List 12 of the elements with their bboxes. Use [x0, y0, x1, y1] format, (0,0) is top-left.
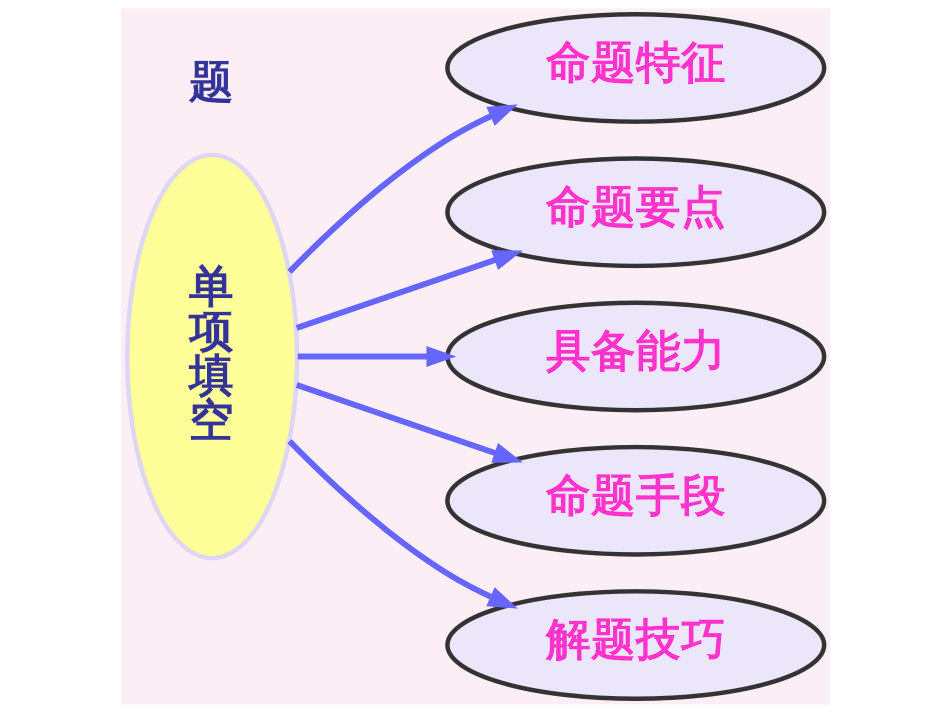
arrow	[297, 346, 456, 367]
node-ellipse: 具备能力	[444, 300, 826, 412]
node-label: 题	[188, 56, 234, 108]
arrow	[286, 104, 518, 274]
arrow	[295, 250, 522, 331]
node-ellipse: 命题特征	[444, 12, 826, 124]
arrow	[295, 382, 522, 463]
node-ellipse: 单项填空	[124, 152, 299, 560]
node-ellipse: 命题手段	[444, 444, 826, 557]
arrow	[286, 439, 518, 609]
node-ellipse: 解题技巧	[444, 589, 826, 701]
node-ellipse: 命题要点	[444, 156, 826, 268]
